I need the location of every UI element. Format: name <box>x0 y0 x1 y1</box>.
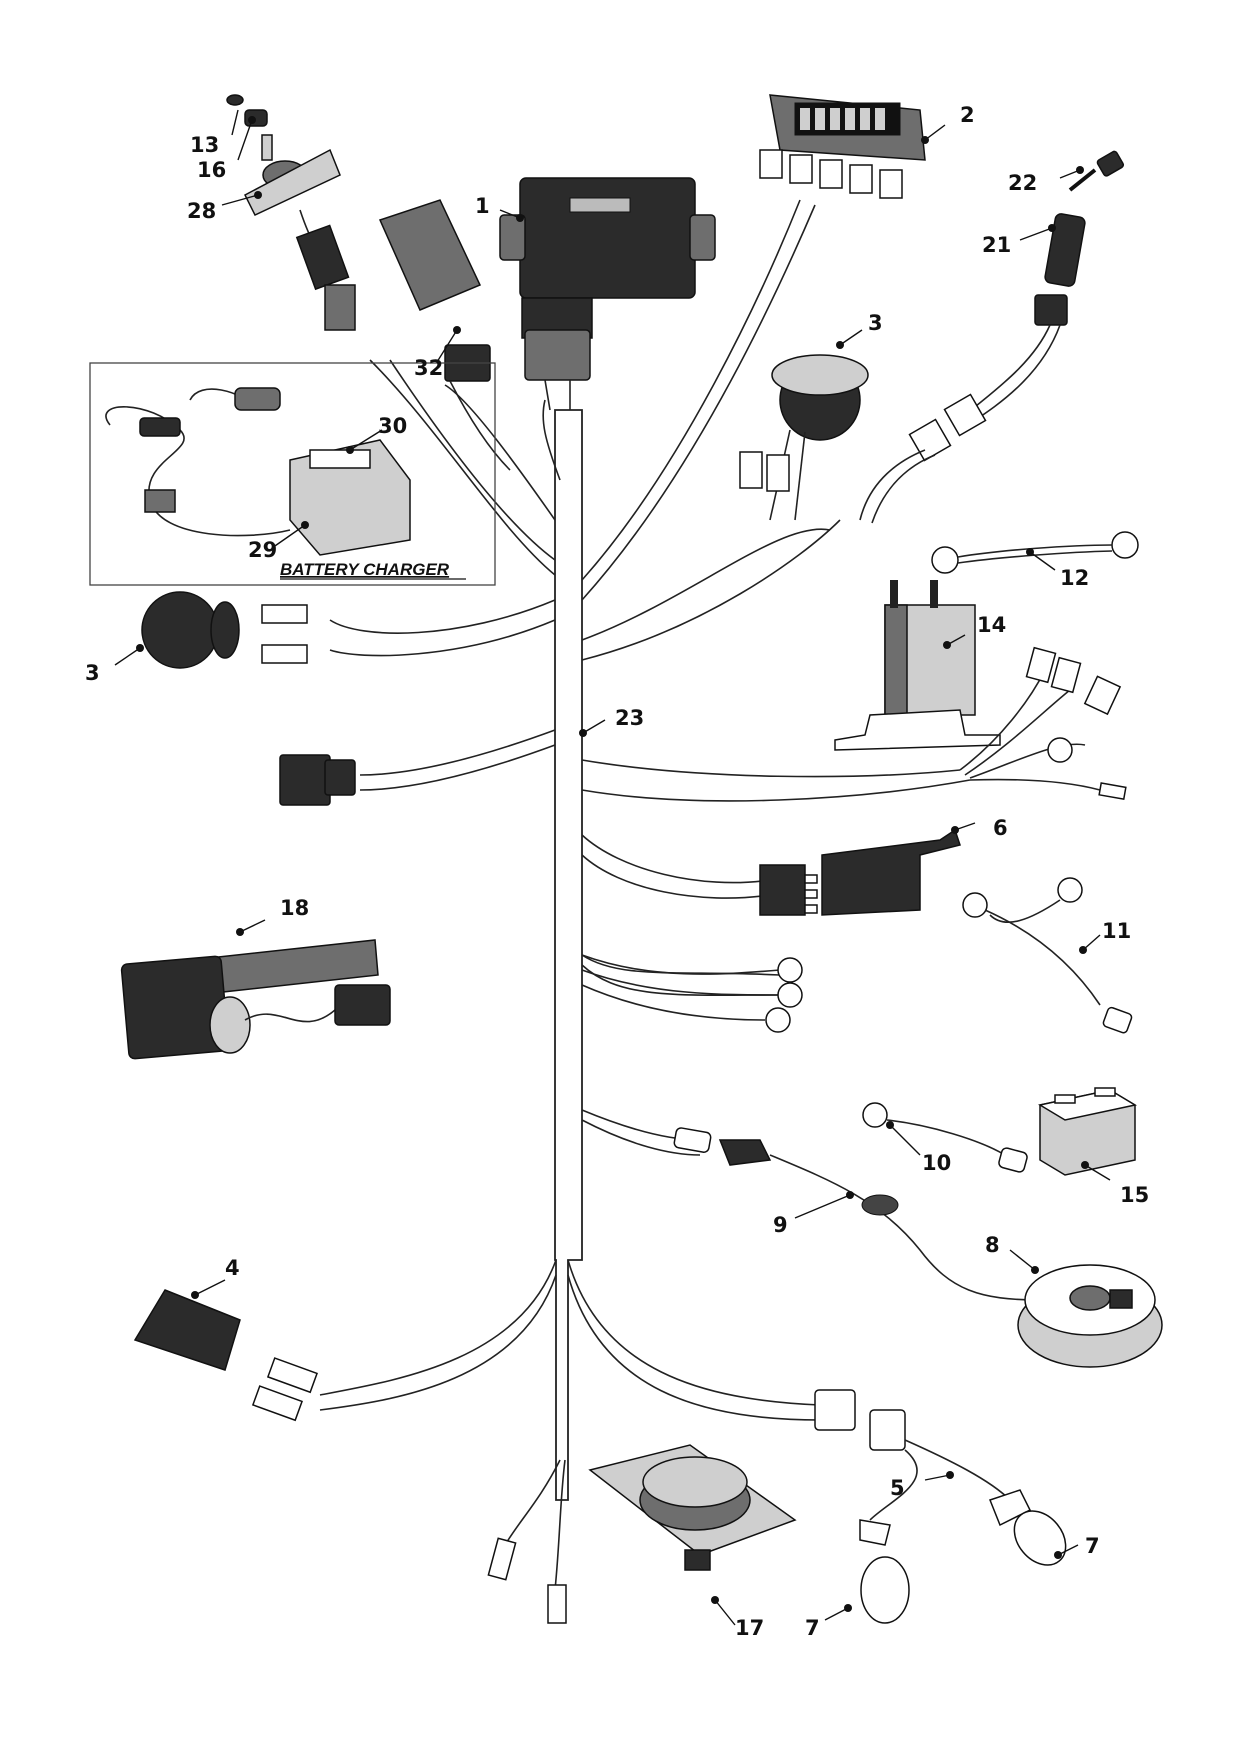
callout-21: 21 <box>982 233 1011 257</box>
callout-6: 6 <box>993 816 1008 840</box>
callout-7-lower: 7 <box>805 1616 820 1640</box>
pto-harness-part-9 <box>673 1127 1041 1301</box>
battery-charger-inset <box>89 362 496 586</box>
callout-28: 28 <box>187 199 216 223</box>
callout-4: 4 <box>225 1256 240 1280</box>
callout-22: 22 <box>1008 171 1037 195</box>
seat-switch-part-17 <box>588 1444 797 1571</box>
callout-labels: 1 2 3 3 4 5 6 7 7 8 9 10 11 12 13 14 15 … <box>85 103 1149 1640</box>
key-switch-part-21 <box>859 213 1086 524</box>
bottom-connectors <box>487 1537 567 1624</box>
relay-part-4 <box>133 1289 318 1422</box>
ground-lead-part-11 <box>962 877 1133 1034</box>
callout-23: 23 <box>615 706 644 730</box>
battery-part-15 <box>1037 1087 1138 1176</box>
callout-10: 10 <box>922 1151 951 1175</box>
bulb-part-7-upper <box>989 1489 1067 1566</box>
callout-leaders <box>114 109 1111 1626</box>
callout-11: 11 <box>1102 919 1131 943</box>
callout-30: 30 <box>378 414 407 438</box>
callout-14: 14 <box>977 613 1006 637</box>
callout-15: 15 <box>1120 1183 1149 1207</box>
selector-switch-part-28 <box>226 94 356 331</box>
callout-3-top: 3 <box>868 311 883 335</box>
main-harness <box>319 199 971 1591</box>
callout-18: 18 <box>280 896 309 920</box>
callout-1: 1 <box>475 194 490 218</box>
callout-13: 13 <box>190 133 219 157</box>
callout-29: 29 <box>248 538 277 562</box>
ring-terminal-branch <box>581 954 803 1033</box>
control-module-part-1 <box>499 177 716 411</box>
callout-5: 5 <box>890 1476 905 1500</box>
right-branch-connectors <box>959 646 1127 801</box>
callout-3-left: 3 <box>85 661 100 685</box>
callout-17: 17 <box>735 1616 764 1640</box>
ground-lead-part-10 <box>862 1102 1028 1173</box>
linear-actuator-part-18 <box>120 939 391 1060</box>
callout-12: 12 <box>1060 566 1089 590</box>
callout-9: 9 <box>773 1213 788 1237</box>
bulb-part-7-lower <box>859 1519 910 1624</box>
callout-2: 2 <box>960 103 975 127</box>
battery-charger-title: BATTERY CHARGER <box>280 560 450 579</box>
connector-part-6 <box>759 828 961 916</box>
ignition-key-part-22 <box>1068 150 1125 192</box>
solenoid-part-14 <box>834 580 1001 751</box>
callout-8: 8 <box>985 1233 1000 1257</box>
connector-left-mid <box>279 754 356 806</box>
callout-32: 32 <box>414 356 443 380</box>
ground-strap-part-12 <box>931 531 1139 574</box>
callout-16: 16 <box>197 158 226 182</box>
pto-clutch-part-8 <box>1017 1264 1163 1368</box>
push-switch-part-3-top <box>739 354 869 521</box>
battery-gauge-part-2 <box>759 94 926 199</box>
callout-7-upper: 7 <box>1085 1534 1100 1558</box>
light-harness-part-5 <box>814 1389 1011 1521</box>
push-switch-part-3-left <box>141 591 308 669</box>
